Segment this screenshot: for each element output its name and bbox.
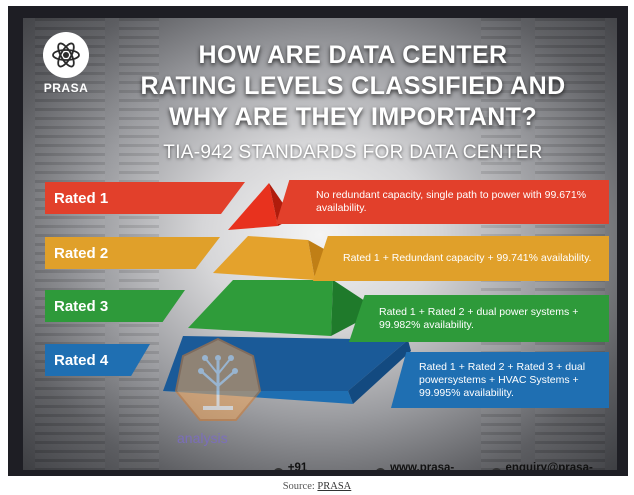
contact-bar: ☎ +91 8806660084 ● www.prasa-pl.com ✉ en… [273, 462, 617, 470]
rated-3-description: Rated 1 + Rated 2 + dual power systems +… [349, 295, 609, 342]
source-caption: Source: PRASA [0, 481, 634, 492]
rated-2-description: Rated 1 + Redundant capacity + 99.741% a… [313, 236, 609, 281]
subheadline: TIA-942 STANDARDS FOR DATA CENTER [163, 142, 543, 163]
watermark-text: analysis [177, 430, 228, 446]
watermark-logo [174, 337, 262, 421]
contact-phone[interactable]: ☎ +91 8806660084 [273, 462, 365, 470]
phone-icon: ☎ [273, 468, 284, 470]
email-icon: ✉ [490, 468, 502, 470]
website-text: www.prasa-pl.com [390, 462, 455, 470]
rated-1-description: No redundant capacity, single path to po… [276, 180, 609, 224]
pyramid-tier-3-side [331, 280, 368, 336]
pyramid-tier-1-front [228, 183, 278, 230]
prasa-logo: PRASA [35, 32, 97, 95]
contact-email[interactable]: ✉ enquiry@prasa-pl.com [490, 462, 617, 470]
pyramid-tier-4-side [348, 340, 411, 404]
headline-line: WHY ARE THEY IMPORTANT? [168, 103, 537, 131]
rated-4-label: Rated 4 [45, 344, 150, 376]
source-link[interactable]: PRASA [317, 481, 352, 492]
logo-text: PRASA [43, 81, 89, 95]
headline-line: RATING LEVELS CLASSIFIED AND [140, 72, 566, 100]
contact-website[interactable]: ● www.prasa-pl.com [375, 462, 480, 470]
email-text: enquiry@prasa-pl.com [505, 462, 593, 470]
infographic-poster: PRASA HOW ARE DATA CENTER RATING LEVELS … [23, 18, 617, 470]
rated-3-label: Rated 3 [45, 290, 185, 322]
headline: HOW ARE DATA CENTER RATING LEVELS CLASSI… [93, 40, 613, 133]
atom-icon [43, 32, 89, 78]
phone-number: +91 8806660084 [287, 462, 308, 470]
pyramid-tier-3-front [188, 280, 333, 336]
rated-4-description: Rated 1 + Rated 2 + Rated 3 + dual power… [391, 352, 609, 408]
source-prefix: Source: [282, 481, 318, 492]
rated-1-label: Rated 1 [45, 182, 245, 214]
rated-2-label: Rated 2 [45, 237, 220, 269]
headline-line: HOW ARE DATA CENTER [198, 41, 508, 69]
globe-icon: ● [375, 468, 387, 470]
pyramid-tier-2-front [213, 236, 315, 280]
